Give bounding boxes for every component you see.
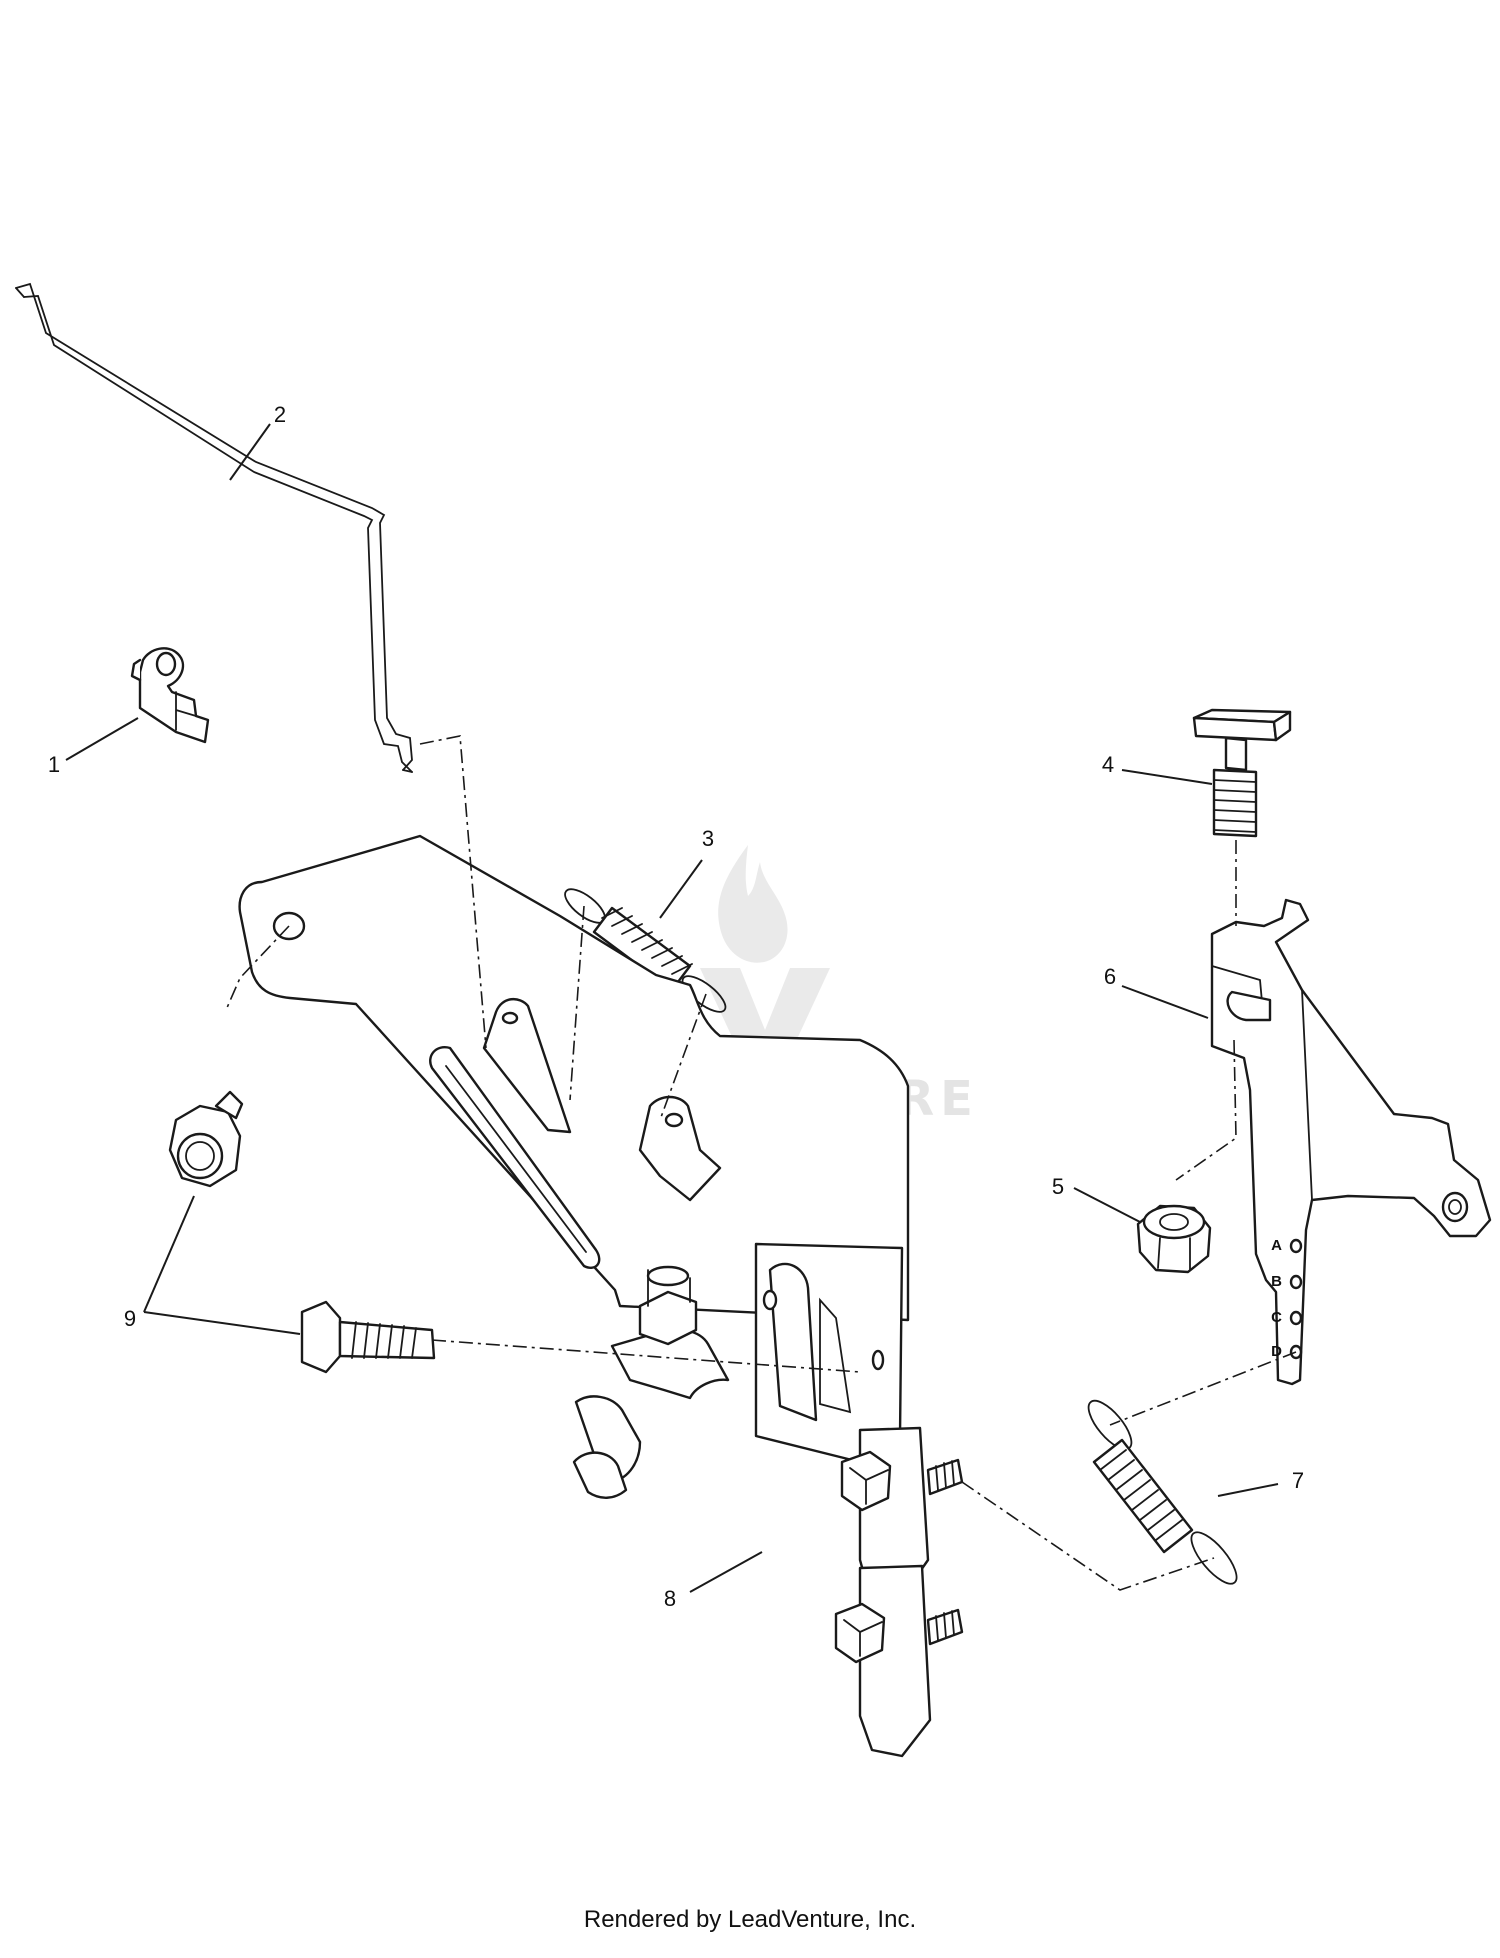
callout-7: 7	[1292, 1468, 1304, 1493]
throttle-rod	[15, 282, 413, 773]
bracket-hole-letter-b: B	[1271, 1273, 1282, 1290]
bracket-hole-letter-d: D	[1271, 1343, 1282, 1360]
watermark-flame-icon	[718, 845, 788, 963]
callout-8: 8	[664, 1586, 676, 1611]
leader-3	[659, 859, 703, 919]
callout-1: 1	[48, 752, 60, 777]
render-credit: Rendered by LeadVenture, Inc.	[583, 1906, 917, 1933]
callout-5: 5	[1052, 1174, 1064, 1199]
watermark-v-icon	[700, 968, 830, 1080]
callout-2: 2	[274, 402, 286, 427]
flange-bolt-lower	[300, 1300, 436, 1374]
flange-nut	[1136, 1204, 1212, 1274]
lever-bracket: A B C D	[1210, 898, 1492, 1386]
rod-clip	[130, 647, 210, 744]
assembly-lines	[225, 735, 1297, 1591]
leader-9b	[143, 1311, 301, 1335]
leader-4	[1121, 769, 1213, 785]
leader-5	[1073, 1187, 1141, 1223]
callout-6: 6	[1104, 964, 1116, 989]
leader-lines	[65, 423, 1279, 1593]
flange-bolt-upper	[168, 1090, 244, 1188]
callouts: 1 2 3 4 5 6 7 8 9	[48, 402, 1304, 1611]
leader-7	[1217, 1483, 1279, 1497]
callout-4: 4	[1102, 752, 1114, 777]
leader-6	[1121, 985, 1209, 1019]
leader-2	[229, 423, 271, 481]
bracket-hole-letter-c: C	[1271, 1309, 1282, 1326]
leader-8	[689, 1551, 763, 1593]
t-bolt	[1192, 708, 1292, 838]
leader-1	[65, 717, 139, 761]
leader-9a	[143, 1195, 195, 1313]
control-bracket-assembly	[238, 834, 964, 1758]
callout-9: 9	[124, 1306, 136, 1331]
return-spring	[1087, 1399, 1238, 1585]
callout-3: 3	[702, 826, 714, 851]
bracket-hole-letter-a: A	[1271, 1237, 1282, 1254]
